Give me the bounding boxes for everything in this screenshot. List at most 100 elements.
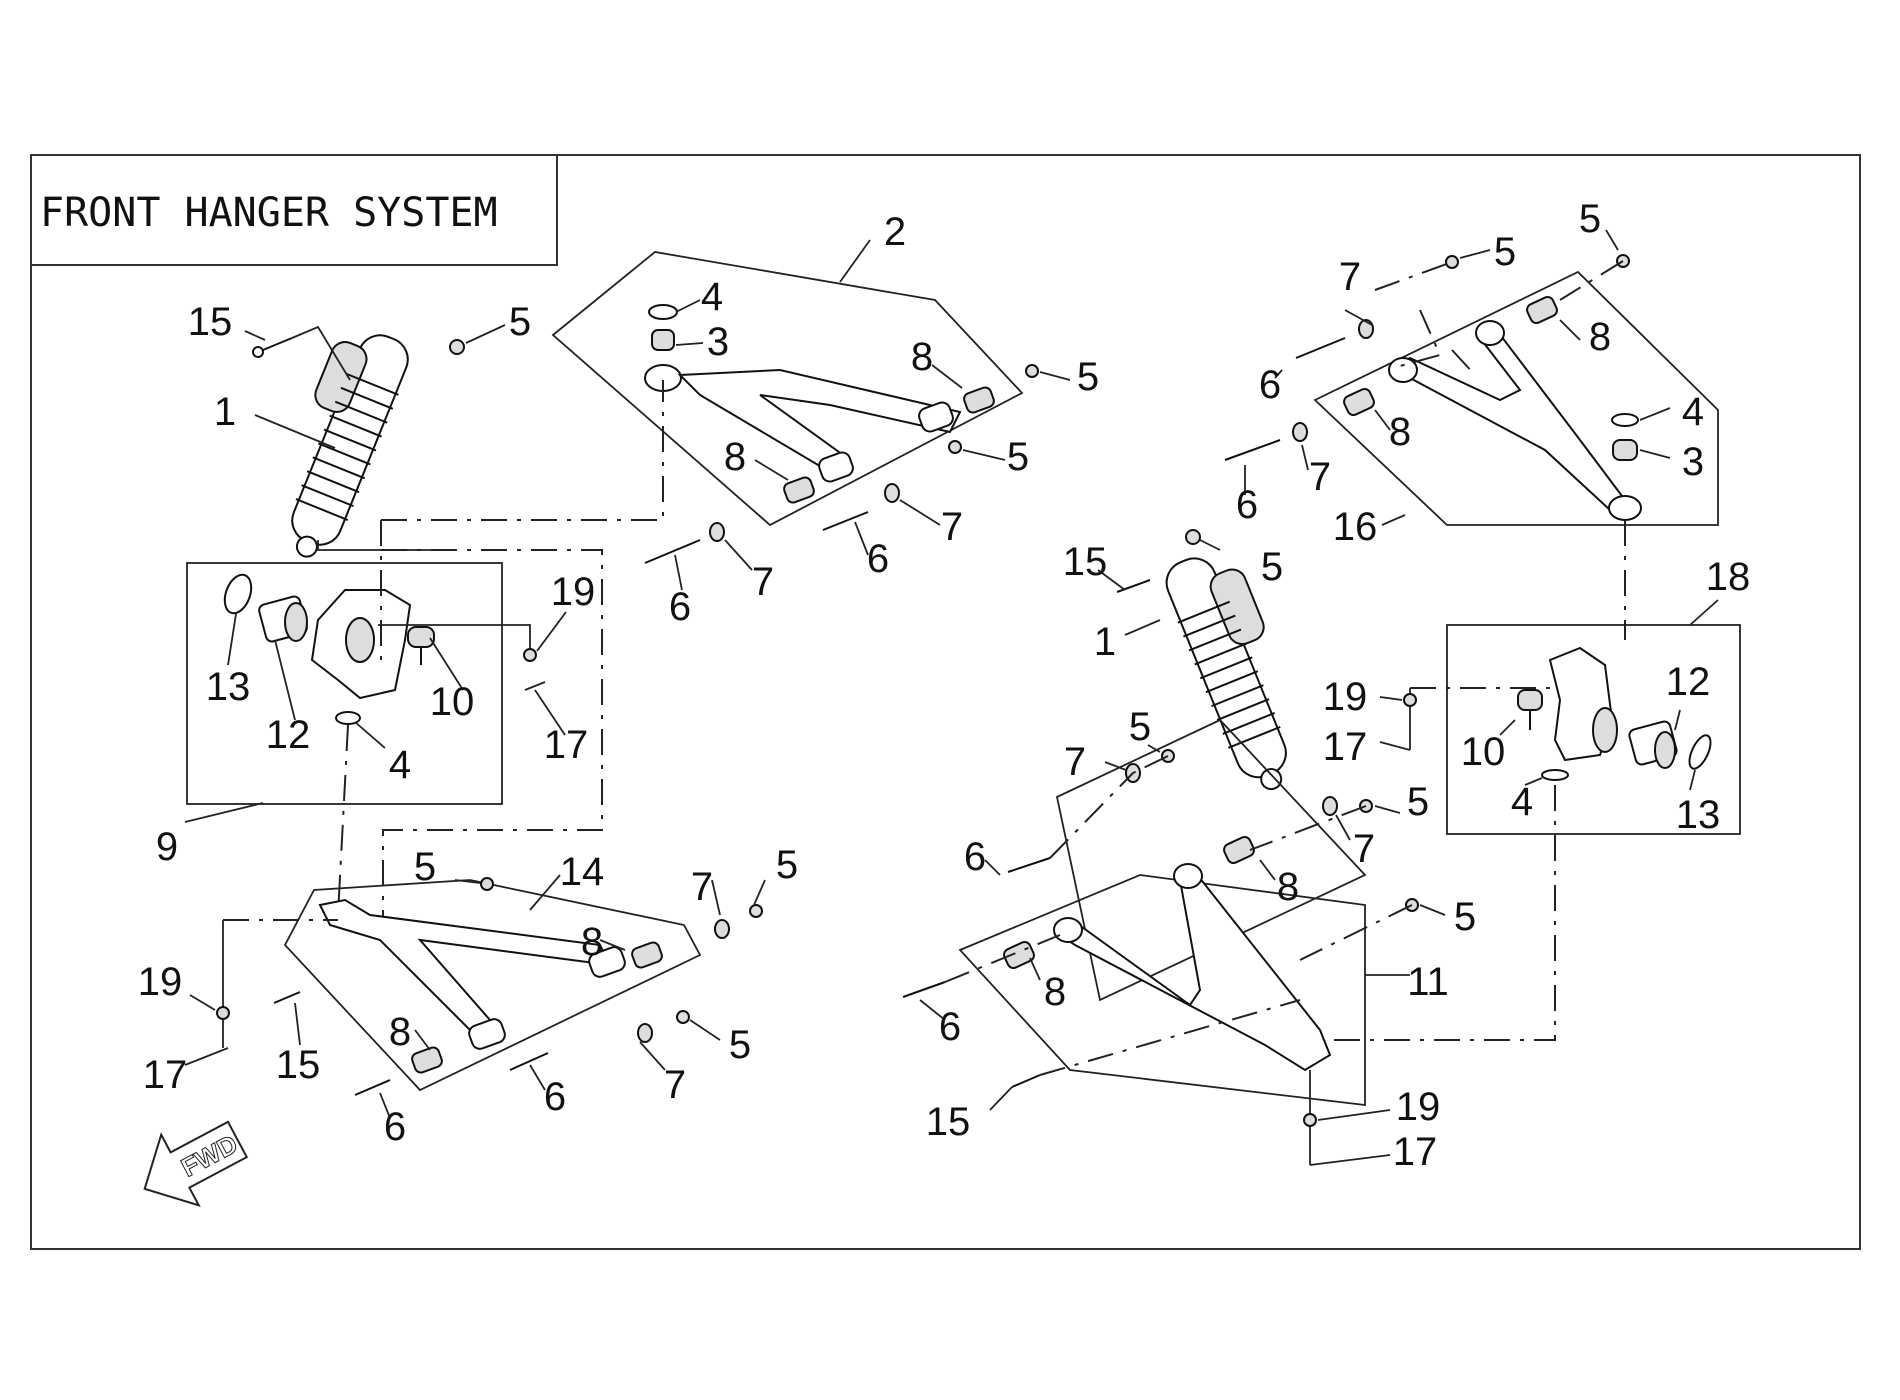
lower-ball-joint [407, 626, 435, 665]
part-callout-19: 19 [1323, 675, 1368, 719]
part-callout-5: 5 [729, 1023, 751, 1067]
left-shock-absorber [291, 334, 409, 558]
ball-joint [651, 329, 675, 351]
part-callout-5: 5 [1454, 895, 1476, 939]
forward-direction-arrow: FWD [143, 1120, 249, 1207]
washer [1292, 422, 1308, 442]
left-shock-bolt [252, 337, 293, 358]
lower-ball-joint-right [1517, 689, 1543, 730]
left-lower-a-arm [318, 898, 626, 1050]
connection-line [1310, 785, 1556, 1041]
part-callout-18: 18 [1706, 555, 1751, 599]
part-callout-19: 19 [551, 570, 596, 614]
part-callout-17: 17 [544, 723, 589, 767]
part-callout-8: 8 [1277, 865, 1299, 909]
bolt [902, 981, 946, 998]
part-callout-1: 1 [1094, 620, 1116, 664]
bolt [644, 539, 701, 564]
part-callout-9: 9 [156, 825, 178, 869]
part-callout-8: 8 [1044, 970, 1066, 1014]
leader [465, 324, 506, 344]
leader [839, 239, 871, 283]
part-callout-8: 8 [911, 335, 933, 379]
part-callout-13: 13 [1676, 793, 1721, 837]
nut [1445, 255, 1459, 269]
part-callout-5: 5 [1494, 230, 1516, 274]
knuckle-right-group-box [1446, 624, 1741, 835]
snap-ring [648, 304, 678, 320]
nut [1403, 693, 1417, 707]
part-callout-19: 19 [138, 960, 183, 1004]
part-callout-7: 7 [1064, 740, 1086, 784]
leader [1689, 599, 1719, 626]
bolt [1011, 1074, 1041, 1088]
leader [294, 879, 766, 1119]
part-callout-4: 4 [1682, 390, 1704, 434]
diagram-title: FRONT HANGER SYSTEM [40, 190, 498, 236]
nut [480, 877, 494, 891]
bushing [783, 476, 815, 504]
part-callout-17: 17 [143, 1053, 188, 1097]
part-callout-8: 8 [724, 435, 746, 479]
bushing [1003, 940, 1035, 970]
leader [1097, 539, 1221, 636]
right-upper-a-arm [1388, 320, 1642, 521]
bushing [411, 1046, 443, 1074]
part-callout-7: 7 [691, 865, 713, 909]
leader [524, 611, 567, 736]
part-callout-11: 11 [1407, 960, 1449, 1004]
part-callout-5: 5 [1579, 197, 1601, 241]
nut [449, 339, 465, 355]
leader [962, 371, 1071, 461]
washer [1322, 796, 1338, 816]
ball-joint [1612, 439, 1638, 461]
part-callout-15: 15 [926, 1100, 971, 1144]
bolt [1007, 857, 1051, 873]
part-callout-7: 7 [664, 1063, 686, 1107]
part-callout-15: 15 [276, 1043, 321, 1087]
nut [216, 1006, 230, 1020]
nut [1303, 1113, 1317, 1127]
leader [674, 499, 941, 591]
part-callout-6: 6 [669, 585, 691, 629]
bolt [822, 511, 869, 531]
nut [1185, 529, 1201, 545]
nut [749, 904, 763, 918]
part-callout-6: 6 [964, 835, 986, 879]
part-callout-7: 7 [1339, 255, 1361, 299]
part-callout-4: 4 [1511, 780, 1533, 824]
bolt [1295, 337, 1346, 359]
part-callout-13: 13 [206, 665, 251, 709]
part-callout-5: 5 [1261, 545, 1283, 589]
wheel-bearing-right [1628, 720, 1678, 769]
part-callout-15: 15 [188, 300, 233, 344]
part-callout-6: 6 [384, 1105, 406, 1149]
right-lower-a-arm [1053, 863, 1332, 1072]
leader [919, 744, 1446, 1111]
leader [227, 613, 464, 749]
part-callout-5: 5 [1007, 435, 1029, 479]
part-callout-6: 6 [544, 1075, 566, 1119]
part-callout-8: 8 [389, 1010, 411, 1054]
washer [714, 919, 730, 939]
leader [254, 414, 336, 449]
part-callout-12: 12 [266, 713, 311, 757]
part-callout-7: 7 [941, 505, 963, 549]
right-shock-absorber [1165, 557, 1287, 791]
part-callout-5: 5 [509, 300, 531, 344]
connection-line [381, 549, 603, 940]
wheel-bearing [258, 595, 308, 643]
bushing [1526, 295, 1558, 325]
snap-ring [335, 711, 361, 725]
part-callout-6: 6 [867, 537, 889, 581]
bolt [1116, 579, 1151, 593]
washer [884, 483, 900, 503]
part-callout-5: 5 [1407, 780, 1429, 824]
connection-line [381, 380, 664, 521]
leader [1244, 229, 1671, 495]
leader [675, 299, 704, 346]
left-steering-knuckle [310, 589, 412, 700]
part-callout-10: 10 [1461, 730, 1506, 774]
bolt [509, 1052, 549, 1071]
